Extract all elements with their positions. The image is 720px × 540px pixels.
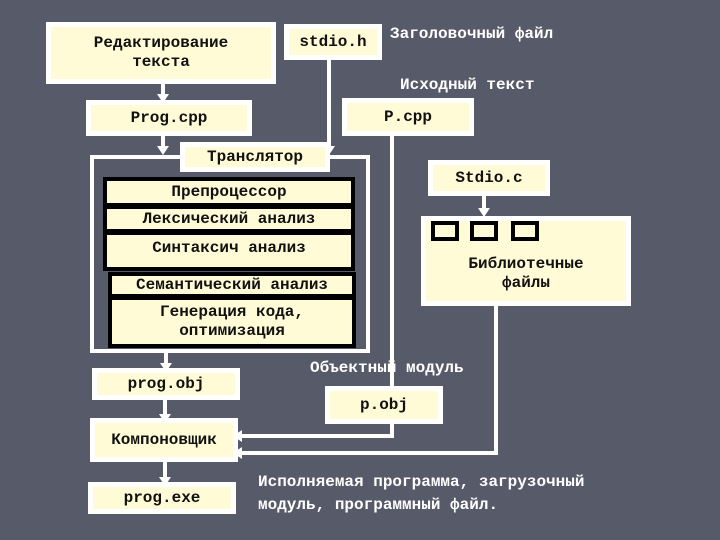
- connector-pcpp-to-pobj: [390, 134, 394, 389]
- stage-label: Семантический анализ: [135, 275, 329, 294]
- connector-pobj-down: [390, 420, 394, 438]
- stage-label: Препроцессор: [171, 182, 287, 201]
- stage-label: Синтаксич анализ: [152, 239, 306, 257]
- edit-text-line1: Редактирование: [93, 34, 229, 52]
- stdio-h-box: stdio.h: [284, 24, 382, 60]
- header-file-label: Заголовочный файл: [390, 25, 554, 43]
- library-file-icon: [431, 221, 459, 241]
- p-cpp-box: P.cpp: [342, 98, 474, 136]
- object-module-label: Объектный модуль: [310, 359, 464, 377]
- p-obj-box: p.obj: [325, 386, 443, 424]
- executable-label-line2: модуль, программный файл.: [258, 496, 499, 514]
- stage-codegen: Генерация кода, оптимизация: [108, 296, 356, 348]
- edit-text-box: Редактирование текста: [46, 22, 276, 84]
- translator-label: Транслятор: [206, 147, 303, 166]
- arrow-down-icon: [157, 94, 169, 103]
- edit-text-line2: текста: [132, 53, 190, 71]
- prog-obj-box: prog.obj: [92, 368, 240, 400]
- library-file-icon: [511, 221, 539, 241]
- translator-frame-bottom: [90, 349, 370, 353]
- arrow-down-icon: [159, 477, 171, 486]
- translator-box: Транслятор: [180, 142, 330, 172]
- prog-obj-label: prog.obj: [127, 374, 205, 393]
- library-label-line2: файлы: [501, 274, 550, 292]
- prog-exe-label: prog.exe: [123, 488, 201, 507]
- translator-frame-left: [90, 155, 94, 353]
- connector-progobj-to-linker: [163, 398, 167, 416]
- stage-label: Генерация кода,: [159, 303, 305, 321]
- connector-prog-to-translator: [161, 134, 165, 148]
- arrow-down-icon: [160, 363, 172, 372]
- stage-lexical: Лексический анализ: [103, 205, 355, 233]
- executable-label-line1: Исполняемая программа, загрузочный: [258, 473, 585, 491]
- arrow-down-icon: [157, 146, 169, 155]
- stage-syntax: Синтаксич анализ: [103, 231, 355, 271]
- connector-translator-to-progobj: [164, 353, 168, 365]
- prog-exe-box: prog.exe: [88, 482, 236, 514]
- translator-frame-right: [366, 155, 370, 353]
- p-cpp-label: P.cpp: [383, 107, 432, 126]
- connector-library-to-linker: [240, 451, 498, 455]
- stdio-h-label: stdio.h: [299, 32, 367, 51]
- prog-cpp-box: Prog.cpp: [86, 100, 252, 136]
- stage-preprocessor: Препроцессор: [103, 177, 355, 207]
- library-file-icon: [470, 221, 498, 241]
- library-label-line1: Библиотечные: [468, 255, 584, 273]
- stdio-c-label: Stdio.c: [455, 168, 523, 187]
- p-obj-label: p.obj: [359, 395, 408, 414]
- linker-label: Компоновщик: [111, 430, 217, 449]
- connector-stdioc-to-library: [482, 192, 486, 210]
- arrow-down-icon: [478, 208, 490, 217]
- stdio-c-box: Stdio.c: [428, 160, 550, 196]
- connector-stdioh-to-translator: [327, 58, 331, 148]
- connector-linker-to-exe: [163, 459, 167, 479]
- connector-edit-to-prog: [161, 82, 165, 96]
- stage-label: Лексический анализ: [142, 209, 316, 228]
- connector-pobj-to-linker: [240, 434, 394, 438]
- stage-label: оптимизация: [179, 322, 285, 340]
- source-text-label: Исходный текст: [400, 76, 535, 94]
- prog-cpp-label: Prog.cpp: [130, 108, 208, 127]
- stage-semantic: Семантический анализ: [108, 272, 356, 298]
- connector-library-down: [494, 303, 498, 455]
- linker-box: Компоновщик: [90, 418, 238, 462]
